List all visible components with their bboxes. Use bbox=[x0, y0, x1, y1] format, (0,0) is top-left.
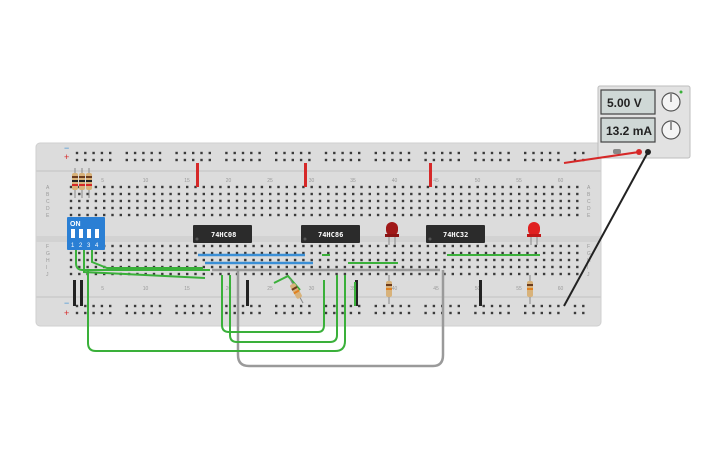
power-supply[interactable]: 5.00 V 13.2 mA bbox=[597, 85, 691, 159]
red-jumper[interactable] bbox=[304, 163, 307, 187]
resistor[interactable] bbox=[86, 168, 92, 198]
plus-icon: + bbox=[64, 308, 69, 318]
dip-on-label: ON bbox=[70, 221, 81, 228]
row-letter: E bbox=[587, 213, 591, 219]
row-letter: F bbox=[587, 244, 590, 250]
status-led bbox=[679, 90, 683, 94]
resistor[interactable] bbox=[527, 275, 533, 304]
column-number: 20 bbox=[226, 286, 232, 292]
led-dark-red[interactable] bbox=[385, 222, 399, 245]
breadboard-holes[interactable] bbox=[69, 151, 585, 315]
plus-icon: + bbox=[64, 152, 69, 162]
dip-position-2: 2 bbox=[79, 243, 83, 249]
chip-label: 74HC08 bbox=[211, 231, 236, 239]
row-letter: A bbox=[46, 185, 50, 191]
minus-icon: − bbox=[64, 143, 69, 153]
blue-wires[interactable] bbox=[198, 253, 313, 265]
resistor[interactable] bbox=[289, 278, 304, 304]
resistor[interactable] bbox=[79, 168, 85, 198]
row-letter: I bbox=[587, 265, 588, 271]
column-number: 50 bbox=[475, 178, 481, 184]
column-number: 60 bbox=[558, 178, 564, 184]
black-jumper[interactable] bbox=[73, 280, 76, 306]
row-letter: C bbox=[46, 199, 50, 205]
column-number: 10 bbox=[143, 286, 149, 292]
voltage-readout: 5.00 V bbox=[607, 96, 642, 110]
dip-position-1: 1 bbox=[71, 243, 75, 249]
black-jumper[interactable] bbox=[479, 280, 482, 306]
red-jumper[interactable] bbox=[196, 163, 199, 187]
resistor[interactable] bbox=[386, 275, 392, 304]
input-resistors[interactable] bbox=[72, 168, 92, 198]
row-letter: D bbox=[46, 206, 50, 212]
column-number: 55 bbox=[516, 178, 522, 184]
power-switch[interactable] bbox=[613, 149, 621, 154]
chip-label: 74HC32 bbox=[443, 231, 468, 239]
current-readout: 13.2 mA bbox=[606, 124, 652, 138]
row-letter: G bbox=[587, 251, 591, 257]
column-number: 15 bbox=[184, 178, 190, 184]
column-number: 55 bbox=[516, 286, 522, 292]
row-letter: F bbox=[46, 244, 49, 250]
row-letter: B bbox=[587, 192, 591, 198]
column-number: 40 bbox=[392, 286, 398, 292]
row-letter: G bbox=[46, 251, 50, 257]
row-letter: E bbox=[46, 213, 50, 219]
row-letter: J bbox=[587, 272, 590, 278]
black-jumper[interactable] bbox=[246, 280, 249, 306]
chip-74hc32[interactable]: 74HC32 bbox=[426, 225, 485, 243]
column-number: 35 bbox=[350, 178, 356, 184]
column-number: 50 bbox=[475, 286, 481, 292]
column-number: 20 bbox=[226, 178, 232, 184]
column-numbers: 5510101515202025253030353540404545505055… bbox=[101, 178, 563, 292]
green-wires[interactable] bbox=[75, 245, 540, 352]
column-number: 25 bbox=[267, 286, 273, 292]
gray-wires[interactable] bbox=[212, 268, 445, 368]
column-number: 10 bbox=[143, 178, 149, 184]
column-number: 60 bbox=[558, 286, 564, 292]
chip-74hc86[interactable]: 74HC86 bbox=[301, 225, 360, 243]
row-letter: C bbox=[587, 199, 591, 205]
column-number: 30 bbox=[309, 286, 315, 292]
column-number: 40 bbox=[392, 178, 398, 184]
rail-posts[interactable] bbox=[73, 163, 482, 306]
supply-leads[interactable] bbox=[563, 151, 649, 307]
red-jumper[interactable] bbox=[429, 163, 432, 187]
voltage-display bbox=[600, 89, 656, 115]
row-letter: H bbox=[46, 258, 50, 264]
dip-position-3: 3 bbox=[87, 243, 91, 249]
column-number: 45 bbox=[433, 286, 439, 292]
black-jumper[interactable] bbox=[355, 280, 358, 306]
chip-label: 74HC86 bbox=[318, 231, 343, 239]
dip-switch[interactable]: ON 1 2 3 4 bbox=[67, 217, 105, 250]
column-number: 45 bbox=[433, 178, 439, 184]
column-number: 15 bbox=[184, 286, 190, 292]
led-red[interactable] bbox=[527, 222, 541, 245]
row-letter: A bbox=[587, 185, 591, 191]
current-display bbox=[600, 117, 656, 143]
dip-position-4: 4 bbox=[95, 243, 99, 249]
column-number: 25 bbox=[267, 178, 273, 184]
dip-toggles[interactable] bbox=[71, 229, 99, 238]
column-number: 35 bbox=[350, 286, 356, 292]
chip-74hc08[interactable]: 74HC08 bbox=[193, 225, 252, 243]
column-number: 5 bbox=[101, 286, 104, 292]
row-letter: J bbox=[46, 272, 49, 278]
row-letter: D bbox=[587, 206, 591, 212]
column-number: 30 bbox=[309, 178, 315, 184]
column-number: 5 bbox=[101, 178, 104, 184]
minus-icon: − bbox=[64, 298, 69, 308]
row-letter: I bbox=[46, 265, 47, 271]
resistor[interactable] bbox=[72, 168, 78, 198]
black-jumper[interactable] bbox=[80, 280, 83, 306]
row-letter: B bbox=[46, 192, 50, 198]
